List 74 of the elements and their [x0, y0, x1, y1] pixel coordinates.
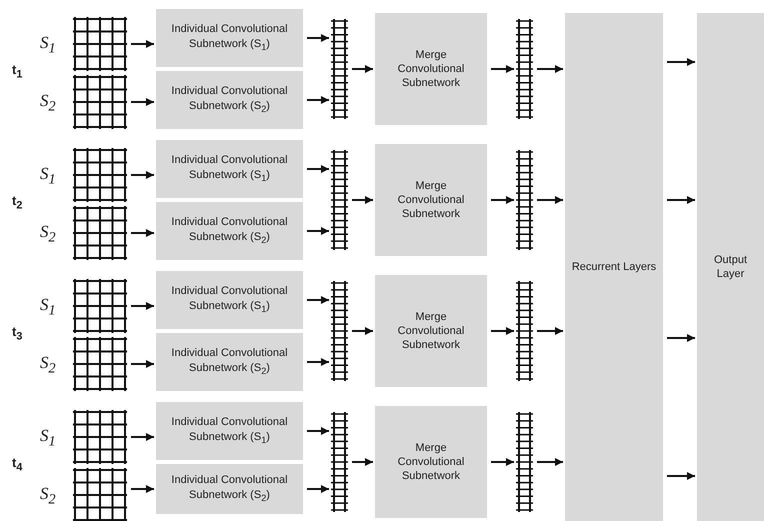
arrow: [307, 96, 329, 104]
process-box: Merge Convolutional Subnetwork: [375, 144, 487, 256]
process-box: Individual Convolutional Subnetwork (S$_{2}$): [156, 71, 303, 129]
feature-vector-drawing: [516, 412, 533, 512]
feature-vector-drawing: [331, 281, 348, 381]
arrow: [537, 458, 563, 466]
arrow: [491, 458, 514, 466]
arrow: [491, 196, 514, 204]
input-grid-drawing: [73, 279, 127, 333]
process-box: Individual Convolutional Subnetwork (S$_{1}$): [156, 271, 303, 329]
arrow: [307, 227, 329, 235]
time-step-label: t$_{3}$: [12, 324, 22, 343]
sensor-label: S$_{1}$: [40, 33, 56, 58]
arrow: [491, 327, 514, 335]
arrow: [131, 485, 154, 493]
arrow: [537, 65, 563, 73]
process-box: Individual Convolutional Subnetwork (S$_{2}$): [156, 464, 303, 514]
feature-vector-drawing: [331, 150, 348, 250]
sensor-label: S$_{2}$: [40, 222, 56, 246]
sensor-label: S$_{1}$: [40, 295, 56, 320]
process-box: Merge Convolutional Subnetwork: [375, 13, 487, 125]
arrow: [131, 40, 154, 48]
arrow: [352, 327, 373, 335]
process-box: Individual Convolutional Subnetwork (S$_{1}$): [156, 140, 303, 198]
arrow: [537, 327, 563, 335]
arrow: [131, 171, 154, 179]
input-grid-drawing: [73, 206, 127, 260]
feature-vector-drawing: [516, 281, 533, 381]
arrow: [131, 360, 154, 368]
arrow: [131, 229, 154, 237]
arrow: [352, 458, 373, 466]
sensor-label: S$_{2}$: [40, 484, 56, 508]
time-step-label: t$_{2}$: [12, 193, 22, 212]
arrow: [307, 485, 329, 493]
input-grid-drawing: [73, 337, 127, 391]
process-box: Individual Convolutional Subnetwork (S$_{1}$): [156, 402, 303, 460]
arrow: [307, 358, 329, 366]
arrow: [307, 296, 329, 304]
input-grid-drawing: [73, 75, 127, 129]
arrow: [667, 472, 695, 480]
process-box: Individual Convolutional Subnetwork (S$_{2}$): [156, 202, 303, 260]
time-step-label: t$_{4}$: [12, 455, 22, 474]
sensor-label: S$_{1}$: [40, 426, 56, 450]
arrow: [667, 196, 695, 204]
time-step-label: t$_{1}$: [12, 62, 22, 81]
process-box: Recurrent Layers: [565, 13, 663, 521]
input-grid-drawing: [73, 148, 127, 202]
arrow: [131, 98, 154, 106]
sensor-label: S$_{1}$: [40, 164, 56, 188]
arrow: [352, 196, 373, 204]
sensor-label: S$_{2}$: [40, 91, 56, 116]
arrow: [131, 433, 154, 441]
process-box: Output Layer: [697, 13, 764, 521]
arrow: [131, 302, 154, 310]
arrow: [491, 65, 514, 73]
arrow: [307, 165, 329, 173]
feature-vector-drawing: [516, 19, 533, 119]
process-box: Merge Convolutional Subnetwork: [375, 275, 487, 387]
arrow: [667, 334, 695, 342]
input-grid-drawing: [73, 468, 127, 521]
arrow: [352, 65, 373, 73]
process-box: Individual Convolutional Subnetwork (S$_{1}$): [156, 9, 303, 67]
arrow: [537, 196, 563, 204]
feature-vector-drawing: [331, 19, 348, 119]
arrow: [667, 58, 695, 66]
sensor-label: S$_{2}$: [40, 353, 56, 378]
feature-vector-drawing: [516, 150, 533, 250]
input-grid-drawing: [73, 410, 127, 464]
feature-vector-drawing: [331, 412, 348, 512]
input-grid-drawing: [73, 17, 127, 71]
arrow: [307, 34, 329, 42]
arrow: [307, 427, 329, 435]
process-box: Individual Convolutional Subnetwork (S$_{2}$): [156, 333, 303, 391]
process-box: Merge Convolutional Subnetwork: [375, 406, 487, 518]
